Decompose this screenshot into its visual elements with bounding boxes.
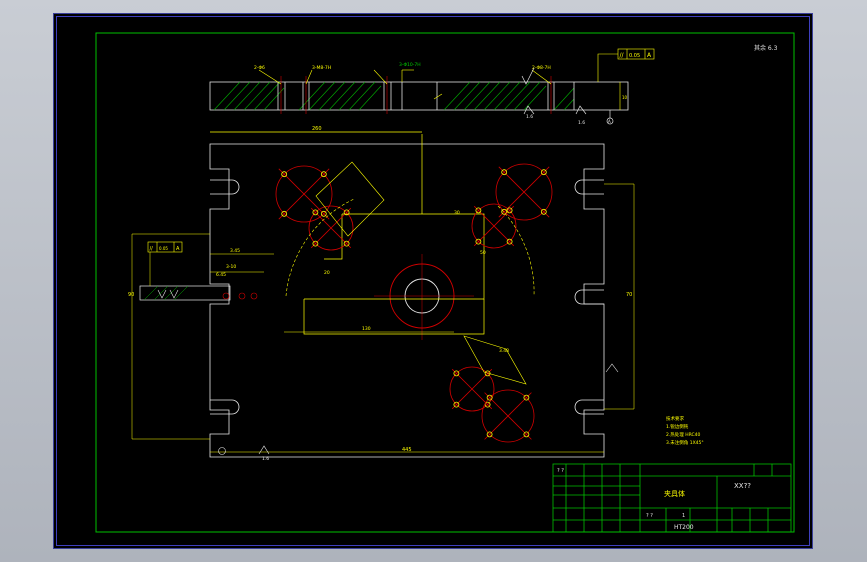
tech-req-3: 3.未注倒角 1X45°	[666, 439, 704, 446]
top-dim-3: 3-Φ10-7H	[399, 62, 421, 68]
bolt-hole	[501, 169, 508, 176]
tech-req-2: 2.热处理 HRC40	[666, 431, 701, 438]
left-fixture: // 0.05 A	[139, 241, 258, 301]
bolt-circle	[471, 203, 517, 249]
dim-right-v: 70	[626, 292, 632, 298]
cad-drawing: 2-Φ6 3-M8-7H 3-Φ10-7H 2-Φ8-7H 10 1.6 1.6…	[95, 32, 795, 533]
bolt-circle	[308, 205, 354, 251]
dim-3: 20	[324, 270, 330, 276]
dim-2: 30	[454, 210, 460, 216]
roughness-mark-4	[258, 445, 270, 455]
bolt-circle	[275, 165, 333, 223]
left-parallel-symbol: //	[150, 246, 154, 252]
bolt-hole	[501, 208, 508, 215]
parallel-datum: A	[647, 52, 652, 59]
bolt-crosshair	[451, 368, 493, 410]
left-tolerance: 0.05	[159, 246, 168, 251]
title-block	[552, 463, 792, 533]
bolt-hole	[312, 209, 319, 216]
bolt-crosshair	[473, 205, 515, 247]
bolt-crosshair	[310, 207, 352, 249]
dim-width-top: 260	[312, 126, 322, 132]
datum-a-circle	[606, 117, 614, 125]
bolt-circle	[481, 389, 535, 443]
bolt-hole	[506, 238, 513, 245]
section-thickness: 10	[622, 95, 628, 100]
bolt-hole	[281, 171, 288, 178]
bolt-hole	[320, 210, 327, 217]
bolt-hole	[540, 208, 547, 215]
title-marks: ? ?	[557, 468, 564, 474]
bolt-hole	[484, 370, 491, 377]
roughness-value-1: 1.6	[526, 114, 533, 120]
inner-border	[95, 32, 795, 533]
tech-req-title: 技术要求	[666, 415, 684, 422]
dim-height-left: 90	[128, 292, 134, 298]
dim-mid: 50	[480, 250, 486, 256]
parallelism-frame: // 0.05 A	[617, 48, 655, 60]
dim-lower: 3.48	[499, 348, 509, 354]
left-datum: A	[176, 246, 180, 252]
dim-center-h: 130	[362, 326, 371, 332]
parallel-symbol: //	[620, 52, 625, 59]
bolt-hole	[523, 394, 530, 401]
bolt-hole	[486, 394, 493, 401]
roughness-value-3: 1.6	[262, 456, 269, 462]
bolt-crosshair	[278, 168, 330, 220]
bolt-hole	[475, 207, 482, 214]
tech-requirements: 技术要求 1.锐边倒钝 2.热处理 HRC40 3.未注倒角 1X45°	[666, 415, 704, 446]
bolt-crosshair	[484, 392, 532, 440]
title-part-name: 夹具体	[664, 489, 685, 498]
datum-a-letter: A	[608, 119, 611, 124]
datum-b-circle	[218, 447, 226, 455]
bolt-hole	[475, 238, 482, 245]
bolt-hole	[484, 401, 491, 408]
bolt-hole	[320, 171, 327, 178]
bolt-hole	[281, 210, 288, 217]
top-dim-4: 2-Φ8-7H	[532, 65, 551, 71]
bolt-hole	[540, 169, 547, 176]
tech-req-1: 1.锐边倒钝	[666, 423, 689, 430]
bolt-hole	[486, 431, 493, 438]
roughness-corner: 其余 6.3	[754, 44, 778, 52]
bolt-hole	[523, 431, 530, 438]
title-drawing-no: XX??	[734, 482, 751, 490]
bolt-circle	[495, 163, 553, 221]
section-view: 2-Φ6 3-M8-7H 3-Φ10-7H 2-Φ8-7H 10 1.6 1.6…	[209, 44, 778, 126]
title-material: HT200	[674, 524, 694, 531]
bolt-hole	[312, 240, 319, 247]
bolt-hole	[453, 370, 460, 377]
roughness-mark-2	[523, 105, 535, 115]
roughness-mark-1	[521, 67, 535, 85]
bolt-hole	[453, 401, 460, 408]
drawing-frame: 2-Φ6 3-M8-7H 3-Φ10-7H 2-Φ8-7H 10 1.6 1.6…	[53, 13, 813, 549]
plan-view: 260 90 3.45 6.45 3-10 130 70 445 50 30 2…	[128, 126, 635, 462]
bolt-hole	[343, 240, 350, 247]
roughness-value-2: 1.6	[578, 120, 585, 126]
roughness-mark-5	[605, 363, 619, 373]
bolt-circle	[449, 366, 495, 412]
dim-bottom: 445	[402, 447, 412, 453]
top-dim-2: 3-M8-7H	[312, 65, 331, 71]
title-scale: ? ?	[646, 513, 653, 519]
dim-left-3: 3-10	[226, 264, 236, 270]
dim-left-1: 3.45	[230, 248, 240, 254]
dim-left-2: 6.45	[216, 272, 226, 278]
parallel-tolerance: 0.05	[629, 53, 640, 59]
title-qty: 1	[682, 513, 685, 519]
roughness-mark-3	[575, 105, 587, 115]
bolt-hole	[343, 209, 350, 216]
bolt-hole	[506, 207, 513, 214]
top-dim-1: 2-Φ6	[254, 65, 265, 71]
